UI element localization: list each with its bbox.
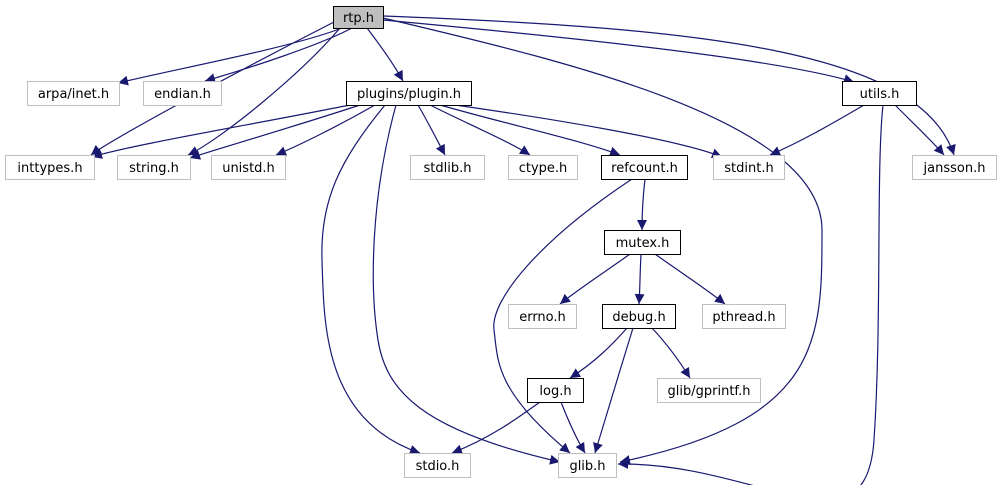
node-rtp-h[interactable]: rtp.h <box>333 6 384 29</box>
node-box <box>558 453 617 478</box>
node-box <box>601 155 688 180</box>
node-box <box>333 6 384 29</box>
edge-plugins-plugin-h-to-ctype-h <box>429 104 531 156</box>
edge-rtp-h-to-jansson-h <box>382 15 956 156</box>
node-log-h[interactable]: log.h <box>527 378 584 403</box>
edge-plugins-plugin-h-to-inttypes-h <box>91 104 351 159</box>
edge-rtp-h-to-glib-h <box>382 17 823 465</box>
node-pthread-h: pthread.h <box>702 304 786 329</box>
edge-plugins-plugin-h-to-refcount-h <box>439 104 621 157</box>
node-box <box>602 304 676 329</box>
node-label: debug.h <box>612 310 665 325</box>
node-mutex-h[interactable]: mutex.h <box>604 230 681 255</box>
edge-plugins-plugin-h-to-glib-h <box>372 104 561 465</box>
edge-debug-h-to-glib-h <box>593 327 634 454</box>
node-box <box>702 304 786 329</box>
node-label: glib.h <box>569 459 605 474</box>
edge-rtp-h-to-plugins-plugin-h <box>366 27 404 82</box>
edge-refcount-h-to-mutex-h <box>637 178 648 231</box>
edge-log-h-to-stdio-h <box>451 401 541 454</box>
node-endian-h: endian.h <box>143 81 222 106</box>
edge-utils-h-to-glib-h <box>617 104 884 485</box>
edge-refcount-h-to-glib-h <box>493 178 633 454</box>
node-string-h: string.h <box>117 155 191 180</box>
node-utils-h[interactable]: utils.h <box>842 81 917 106</box>
edge-mutex-h-to-errno-h <box>559 253 631 305</box>
node-box <box>5 155 95 180</box>
edge-plugins-plugin-h-to-stdint-h <box>454 104 723 158</box>
edge-rtp-h-to-utils-h <box>382 19 855 84</box>
node-box <box>404 453 471 478</box>
node-box <box>508 304 577 329</box>
node-label: glib/gprintf.h <box>668 384 751 399</box>
node-box <box>346 81 472 106</box>
node-inttypes-h: inttypes.h <box>5 155 95 180</box>
node-label: utils.h <box>860 87 900 102</box>
node-box <box>657 378 761 403</box>
edge-mutex-h-to-debug-h <box>634 253 645 305</box>
node-label: ctype.h <box>519 161 568 176</box>
node-label: mutex.h <box>616 236 670 251</box>
node-label: jansson.h <box>923 161 986 176</box>
node-label: stdlib.h <box>424 161 472 176</box>
node-stdlib-h: stdlib.h <box>410 155 485 180</box>
edge-utils-h-to-jansson-h <box>894 104 945 156</box>
node-ctype-h: ctype.h <box>508 155 578 180</box>
node-label: inttypes.h <box>17 161 82 176</box>
node-box <box>842 81 917 106</box>
node-label: endian.h <box>154 87 211 102</box>
node-box <box>211 155 286 180</box>
edge-log-h-to-glib-h <box>560 401 586 454</box>
node-box <box>604 230 681 255</box>
edge-plugins-plugin-h-to-stdio-h <box>321 104 421 455</box>
node-box <box>912 155 997 180</box>
edge-utils-h-to-stdint-h <box>769 104 865 156</box>
node-unistd-h: unistd.h <box>211 155 286 180</box>
edge-plugins-plugin-h-to-string-h <box>189 104 361 160</box>
node-label: stdint.h <box>724 161 773 176</box>
edge-rtp-h-to-endian-h <box>204 27 353 84</box>
node-arpa-inet-h: arpa/inet.h <box>27 81 120 106</box>
node-label: log.h <box>539 384 571 399</box>
node-glib-gprintf-h: glib/gprintf.h <box>657 378 761 403</box>
node-refcount-h[interactable]: refcount.h <box>601 155 688 180</box>
node-box <box>143 81 222 106</box>
node-box <box>713 155 785 180</box>
node-label: errno.h <box>519 310 566 325</box>
edge-rtp-h-to-string-h <box>187 27 341 156</box>
edge-debug-h-to-glib-gprintf-h <box>651 327 691 379</box>
node-label: plugins/plugin.h <box>357 87 461 102</box>
node-box <box>527 378 584 403</box>
node-label: string.h <box>129 161 179 176</box>
node-stdint-h: stdint.h <box>713 155 785 180</box>
node-plugins-plugin-h[interactable]: plugins/plugin.h <box>346 81 472 106</box>
node-box <box>410 155 485 180</box>
node-stdio-h: stdio.h <box>404 453 471 478</box>
node-box <box>508 155 578 180</box>
node-label: pthread.h <box>712 310 775 325</box>
node-label: rtp.h <box>343 11 374 26</box>
node-box <box>117 155 191 180</box>
node-label: refcount.h <box>611 161 678 176</box>
edge-debug-h-to-log-h <box>569 327 628 379</box>
edge-plugins-plugin-h-to-stdlib-h <box>417 104 446 156</box>
node-glib-h: glib.h <box>558 453 617 478</box>
node-label: arpa/inet.h <box>38 87 109 102</box>
edge-rtp-h-to-arpa-inet-h <box>117 27 343 86</box>
node-debug-h[interactable]: debug.h <box>602 304 676 329</box>
node-label: unistd.h <box>222 161 275 176</box>
edge-plugins-plugin-h-to-unistd-h <box>275 104 376 156</box>
node-jansson-h: jansson.h <box>912 155 997 180</box>
file-nodes: rtp.h arpa/inet.h endian.h plugins/plugin.h… <box>5 6 997 478</box>
dependency-edges <box>90 15 956 485</box>
edge-mutex-h-to-pthread-h <box>654 253 726 305</box>
node-errno-h: errno.h <box>508 304 577 329</box>
node-box <box>27 81 120 106</box>
node-label: stdio.h <box>416 459 460 474</box>
